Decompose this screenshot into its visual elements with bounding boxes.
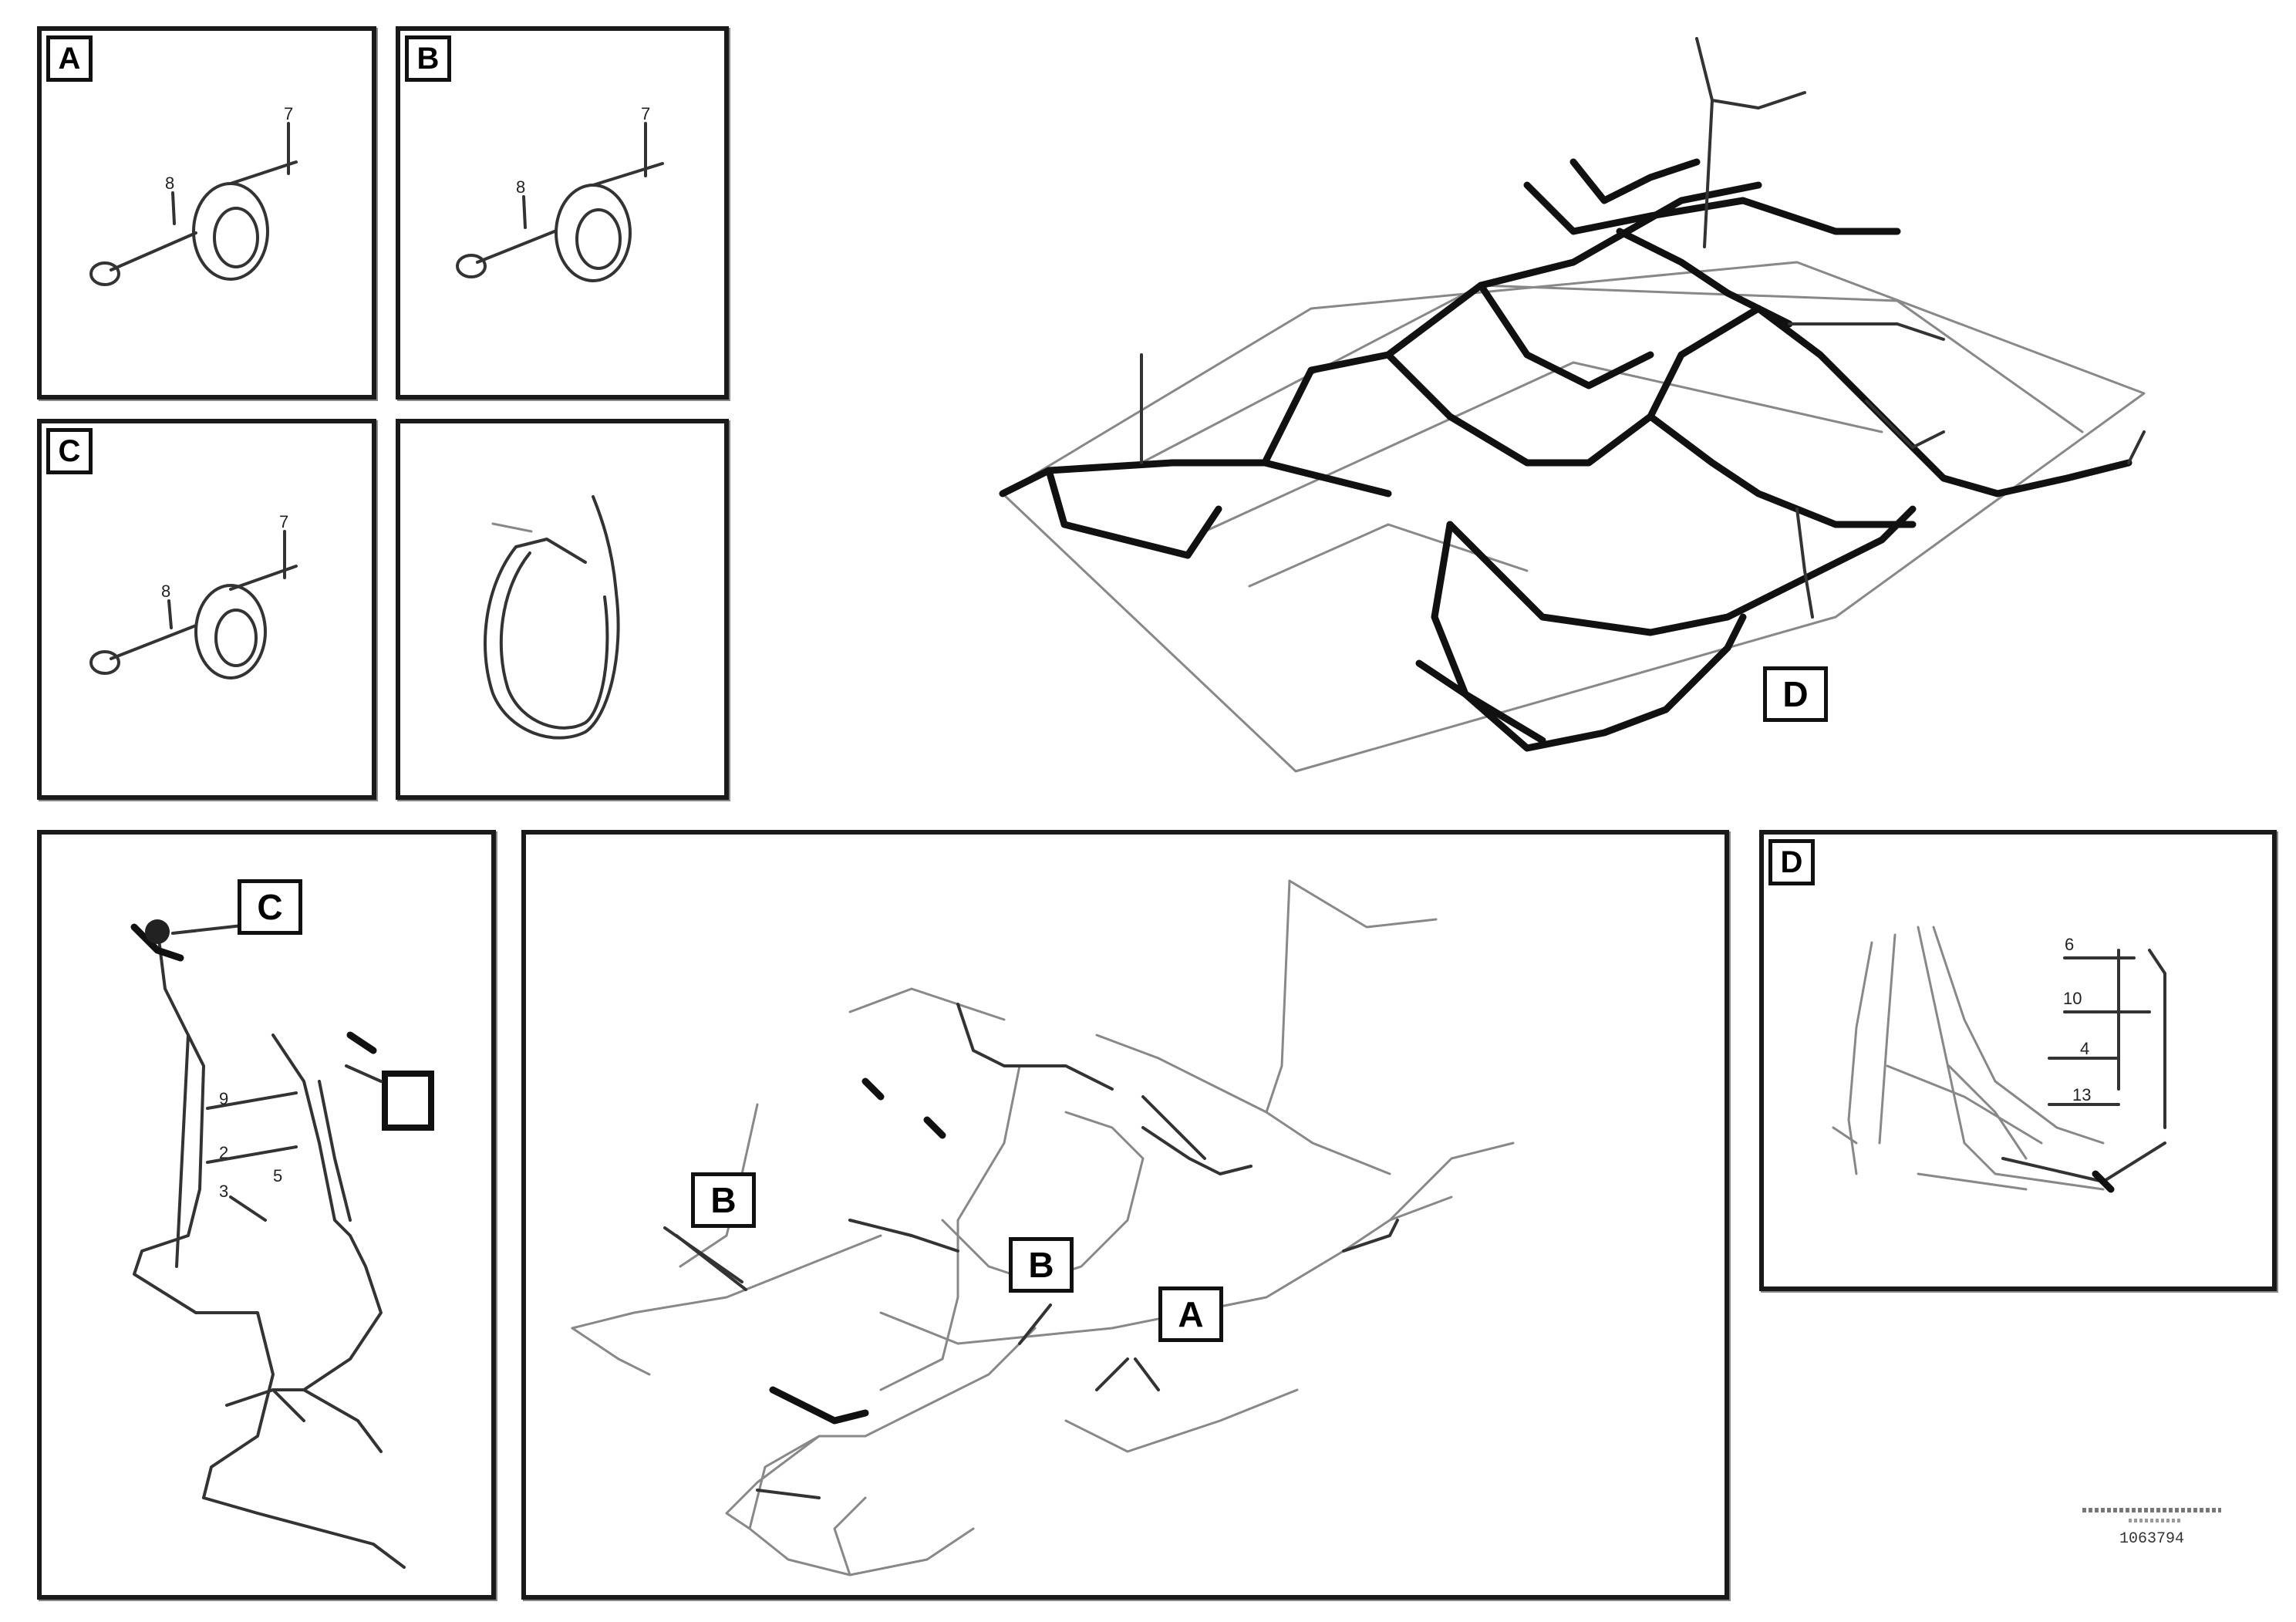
detail-panel-b: B 8 7 xyxy=(396,26,729,400)
callout-b-center: B xyxy=(1009,1237,1074,1293)
part-number-8: 8 xyxy=(516,177,525,197)
part-number-7: 7 xyxy=(279,512,288,531)
clamp-drawing-b: 8 7 xyxy=(456,104,664,282)
panel-a-label: A xyxy=(46,35,93,82)
main-harness-overview xyxy=(999,37,2146,773)
part-number-13: 13 xyxy=(2072,1085,2091,1104)
detail-panel-cable-tie xyxy=(396,419,729,800)
callout-a: A xyxy=(1158,1286,1223,1342)
cable-tie-drawing xyxy=(484,495,620,740)
harness-routing-panel: 9 2 3 5 C xyxy=(37,830,496,1600)
part-number-9: 9 xyxy=(219,1089,228,1108)
footer-ref-code: 1063794 xyxy=(2119,1530,2184,1548)
part-number-8: 8 xyxy=(161,582,170,601)
part-number-10: 10 xyxy=(2063,989,2082,1008)
panel-d-label: D xyxy=(1768,839,1815,885)
callout-c: C xyxy=(238,879,302,935)
footer-ref-block: 1063794 xyxy=(2082,1508,2221,1548)
part-number-7: 7 xyxy=(284,104,293,123)
part-number-7: 7 xyxy=(641,104,650,123)
detail-panel-c: C 8 7 xyxy=(37,419,376,800)
harness-center-drawing xyxy=(571,879,1515,1576)
part-number-8: 8 xyxy=(165,174,174,193)
clamp-drawing-a: 8 7 xyxy=(89,104,298,286)
footer-barcode-lines-short xyxy=(2129,1519,2183,1523)
callout-d: D xyxy=(1763,666,1828,722)
footer-barcode-lines xyxy=(2082,1508,2221,1512)
clamp-drawing-c: 8 7 xyxy=(89,512,298,679)
part-number-6: 6 xyxy=(2065,935,2074,954)
part-number-3: 3 xyxy=(219,1182,228,1201)
callout-b-left: B xyxy=(691,1172,756,1228)
detail-panel-a: A 8 7 xyxy=(37,26,376,400)
panel-c-label: C xyxy=(46,428,93,474)
panel-b-label: B xyxy=(405,35,451,82)
detail-panel-d: D 6 10 4 13 xyxy=(1759,830,2277,1291)
harness-routing-drawing: 9 2 3 5 xyxy=(130,919,434,1569)
part-number-2: 2 xyxy=(219,1143,228,1162)
connector-bracket-drawing: 6 10 4 13 xyxy=(1832,926,2166,1193)
harness-center-panel: B B A xyxy=(521,830,1729,1600)
part-number-5: 5 xyxy=(273,1166,282,1185)
part-number-4: 4 xyxy=(2080,1039,2089,1058)
